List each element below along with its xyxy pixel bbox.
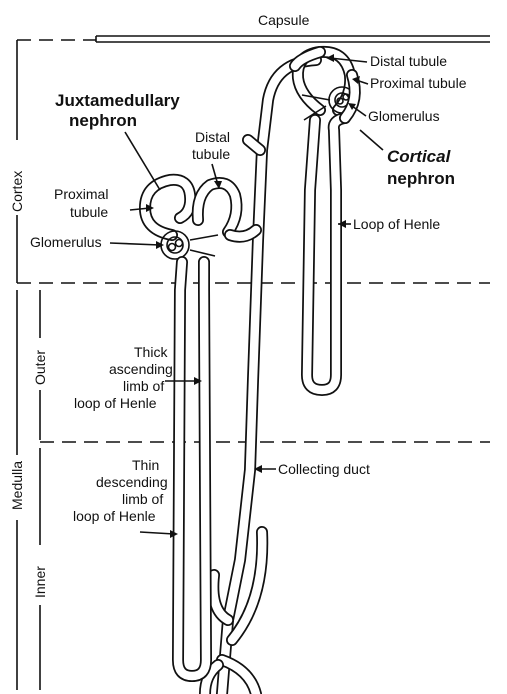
juxtamedullary-title-line2: nephron — [69, 111, 137, 130]
proximal-tubule-juxta-line1: Proximal — [54, 186, 108, 202]
cortex-label: Cortex — [9, 171, 25, 212]
inner-label: Inner — [32, 566, 48, 598]
glomerulus-juxta-label: Glomerulus — [30, 234, 102, 250]
loop-of-henle-cortical-label: Loop of Henle — [353, 216, 440, 232]
thick-limb-line3: limb of — [123, 378, 164, 394]
outer-label: Outer — [32, 350, 48, 385]
thick-limb-line1: Thick — [134, 344, 168, 360]
cortical-title-line1: Cortical — [387, 147, 452, 166]
thick-limb-line2: ascending — [109, 361, 173, 377]
distal-tubule-cortical-label: Distal tubule — [370, 53, 447, 69]
proximal-tubule-juxta-line2: tubule — [70, 204, 108, 220]
proximal-tubule-cortical-label: Proximal tubule — [370, 75, 467, 91]
glomerulus-cortical-label: Glomerulus — [368, 108, 440, 124]
collecting-duct-label: Collecting duct — [278, 461, 370, 477]
juxtamedullary-title-line1: Juxtamedullary — [55, 91, 180, 110]
thin-limb-line3: limb of — [122, 491, 163, 507]
thin-limb-line4: loop of Henle — [73, 508, 156, 524]
distal-tubule-juxta-line1: Distal — [195, 129, 230, 145]
medulla-label: Medulla — [9, 461, 25, 510]
thin-limb-line2: descending — [96, 474, 168, 490]
thick-limb-line4: loop of Henle — [74, 395, 157, 411]
juxtamedullary-nephron — [145, 180, 256, 676]
thin-limb-line1: Thin — [132, 457, 159, 473]
capsule-lines — [96, 36, 490, 42]
cortical-title-line2: nephron — [387, 169, 455, 188]
distal-tubule-juxta-line2: tubule — [192, 146, 230, 162]
capsule-label: Capsule — [258, 12, 310, 28]
